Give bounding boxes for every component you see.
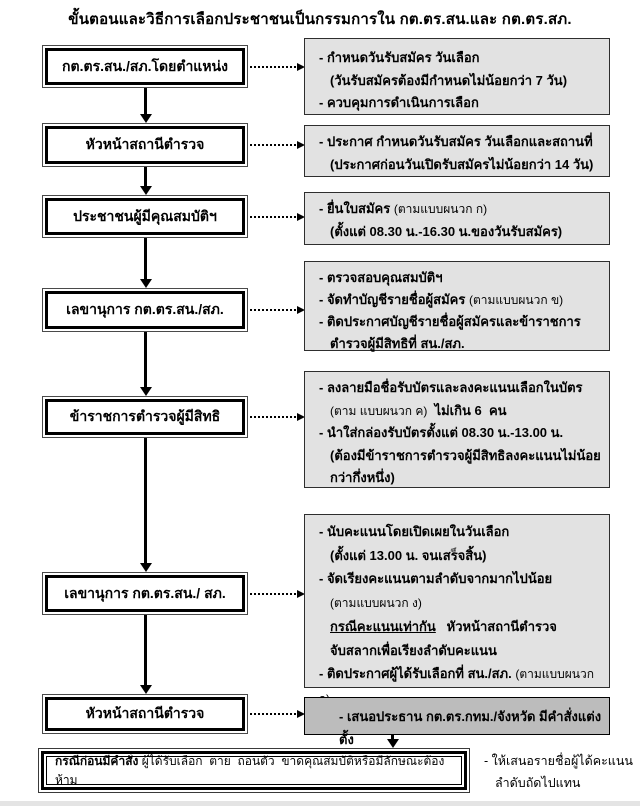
down-arrow-3 bbox=[144, 238, 147, 279]
final-case-border: กรณีก่อนมีคำสั่ง ผู้ได้รับเลือก ตาย ถอนต… bbox=[41, 751, 467, 790]
dotted-arrow-4 bbox=[250, 306, 305, 314]
dotted-arrow-3 bbox=[250, 213, 305, 221]
step-note-7: - เสนอประธาน กต.ตร.กทม./จังหวัด มีคำสั่ง… bbox=[304, 697, 610, 747]
flow-step-box-3: ประชาชนผู้มีคุณสมบัติฯ bbox=[42, 195, 248, 238]
flow-step-label-2: หัวหน้าสถานีตำรวจ bbox=[45, 126, 245, 164]
step-note-6: - นับคะแนนโดยเปิดเผยในวันเลือก(ตั้งแต่ 1… bbox=[304, 514, 610, 706]
dotted-arrow-1 bbox=[250, 63, 305, 71]
down-arrow-4 bbox=[144, 332, 147, 387]
step-note-1: - กำหนดวันรับสมัคร วันเลือก(วันรับสมัครต… bbox=[304, 38, 610, 115]
final-case-box: กรณีก่อนมีคำสั่ง ผู้ได้รับเลือก ตาย ถอนต… bbox=[38, 748, 470, 793]
flow-step-box-6: เลขานุการ กต.ตร.สน./ สภ. bbox=[42, 572, 248, 615]
flow-step-label-4: เลขานุการ กต.ตร.สน./สภ. bbox=[45, 291, 245, 329]
step-note-3: - ยื่นใบสมัคร (ตามแบบผนวก ก)(ตั้งแต่ 08.… bbox=[304, 192, 610, 245]
flow-step-label-5: ข้าราชการตำรวจผู้มีสิทธิ bbox=[45, 399, 245, 435]
down-arrow-5 bbox=[144, 438, 147, 563]
flow-step-label-7: หัวหน้าสถานีตำรวจ bbox=[45, 697, 245, 731]
flow-step-box-5: ข้าราชการตำรวจผู้มีสิทธิ bbox=[42, 396, 248, 438]
flow-step-box-1: กต.ตร.สน./สภ.โดยตำแหน่ง bbox=[42, 45, 248, 88]
down-arrow-final bbox=[391, 735, 394, 739]
final-replacement-note: - ให้เสนอรายชื่อผู้ได้คะแนนลำดับถัดไปแทน bbox=[484, 754, 633, 790]
dotted-arrow-5 bbox=[250, 413, 305, 421]
step-note-5: - ลงลายมือชื่อรับบัตรและลงคะแนนเลือกในบั… bbox=[304, 371, 610, 488]
flow-step-box-2: หัวหน้าสถานีตำรวจ bbox=[42, 123, 248, 167]
flow-step-label-1: กต.ตร.สน./สภ.โดยตำแหน่ง bbox=[45, 48, 245, 85]
flow-step-box-4: เลขานุการ กต.ตร.สน./สภ. bbox=[42, 288, 248, 332]
final-case-text: กรณีก่อนมีคำสั่ง ผู้ได้รับเลือก ตาย ถอนต… bbox=[46, 754, 462, 787]
down-arrow-2 bbox=[144, 167, 147, 186]
flow-step-label-3: ประชาชนผู้มีคุณสมบัติฯ bbox=[45, 198, 245, 235]
down-arrow-1 bbox=[144, 88, 147, 114]
down-arrow-6 bbox=[144, 615, 147, 685]
page-bottom-edge bbox=[0, 801, 640, 806]
dotted-arrow-2 bbox=[250, 141, 305, 149]
flow-step-box-7: หัวหน้าสถานีตำรวจ bbox=[42, 694, 248, 734]
dotted-arrow-7 bbox=[250, 710, 305, 718]
step-note-4: - ตรวจสอบคุณสมบัติฯ- จัดทำบัญชีรายชื่อผู… bbox=[304, 261, 610, 351]
step-note-2: - ประกาศ กำหนดวันรับสมัคร วันเลือกและสถา… bbox=[304, 125, 610, 177]
page-title: ขั้นตอนและวิธีการเลือกประชาชนเป็นกรรมการ… bbox=[68, 11, 572, 28]
flow-step-label-6: เลขานุการ กต.ตร.สน./ สภ. bbox=[45, 575, 245, 612]
dotted-arrow-6 bbox=[250, 590, 305, 598]
